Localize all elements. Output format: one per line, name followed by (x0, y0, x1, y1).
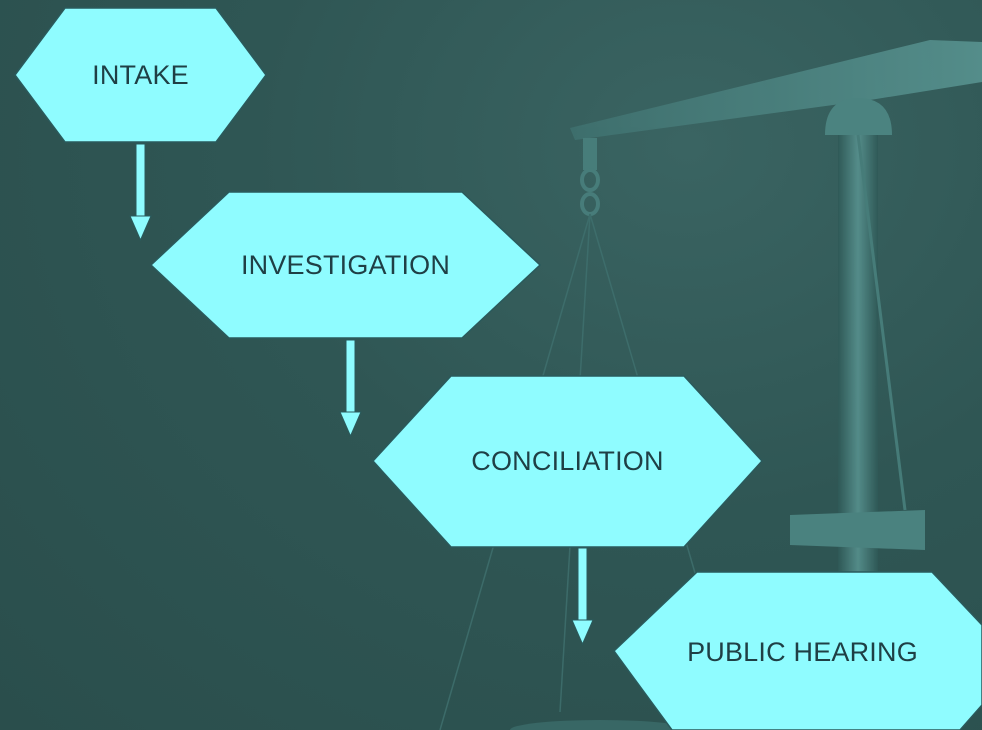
scale-pivot-dome (825, 98, 892, 135)
scale-of-justice-illustration (439, 40, 982, 730)
scale-pan (510, 720, 690, 730)
scale-base (790, 510, 925, 550)
step-investigation-hexagon (149, 191, 542, 339)
scale-chain-link (580, 192, 600, 216)
step-public-hearing-hexagon (613, 571, 982, 730)
flow-arrow-1 (129, 143, 152, 242)
scale-rod (856, 134, 907, 511)
scale-chain-link (580, 168, 600, 192)
scale-hanger (583, 138, 597, 170)
step-intake-hexagon (14, 7, 267, 143)
flow-arrow-2 (339, 339, 362, 438)
flow-arrow-3 (571, 547, 594, 646)
scale-pole (838, 135, 878, 585)
scale-beam (570, 40, 982, 140)
step-conciliation-hexagon (371, 375, 764, 548)
